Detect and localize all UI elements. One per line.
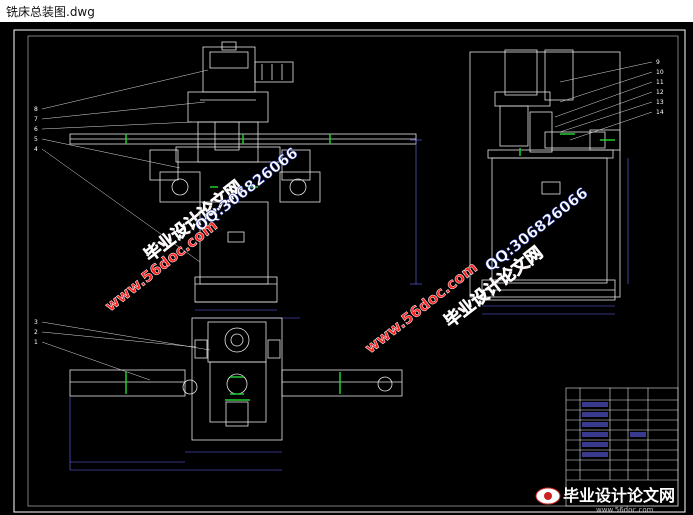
leader-label: 3 [34, 319, 38, 326]
title-block-fills [582, 402, 646, 457]
footer-logo-url: www.56doc.com [596, 506, 654, 514]
top-leaders [41, 321, 211, 381]
leader-label: 5 [34, 136, 38, 143]
front-leaders [41, 69, 209, 263]
front-dimensions [195, 139, 422, 319]
leader-label: 6 [34, 126, 38, 133]
watermarks: 毕业设计论文网 QQ:306826066 www.56doc.com www.5… [101, 143, 591, 357]
leader-label: 10 [656, 69, 664, 76]
side-dimensions [482, 158, 629, 315]
cad-drawing: 8 7 6 5 4 9 10 [13, 29, 686, 514]
front-leader-labels: 8 7 6 5 4 [34, 106, 38, 153]
inner-frame [27, 35, 679, 507]
front-view [69, 41, 417, 303]
top-accents [125, 372, 341, 401]
leader-label: 1 [34, 339, 38, 346]
top-dimensions [69, 396, 282, 471]
leader-label: 14 [656, 109, 664, 116]
leader-label: 11 [656, 79, 664, 86]
side-accents [519, 133, 615, 156]
leader-label: 4 [34, 146, 38, 153]
side-leaders [554, 61, 653, 141]
drawing-border [13, 29, 686, 513]
leader-label: 9 [656, 59, 660, 66]
footer-logo: 毕业设计论文网 www.56doc.com [535, 486, 675, 514]
top-view [69, 317, 403, 441]
leader-label: 12 [656, 89, 664, 96]
leader-label: 7 [34, 116, 38, 123]
top-leader-labels: 3 2 1 [34, 319, 38, 346]
side-view [469, 49, 621, 301]
side-leader-labels: 9 10 11 12 13 14 [656, 59, 664, 116]
leader-label: 8 [34, 106, 38, 113]
drawing-canvas[interactable]: 8 7 6 5 4 9 10 [0, 22, 693, 515]
title-block [565, 387, 679, 507]
leader-label: 13 [656, 99, 664, 106]
window-title: 铣床总装图.dwg [6, 5, 95, 19]
leader-label: 2 [34, 329, 38, 336]
watermark-site: www.56doc.com [101, 216, 221, 315]
footer-logo-text: 毕业设计论文网 [563, 486, 675, 505]
title-bar: 铣床总装图.dwg [0, 0, 693, 22]
front-accents [125, 134, 331, 188]
